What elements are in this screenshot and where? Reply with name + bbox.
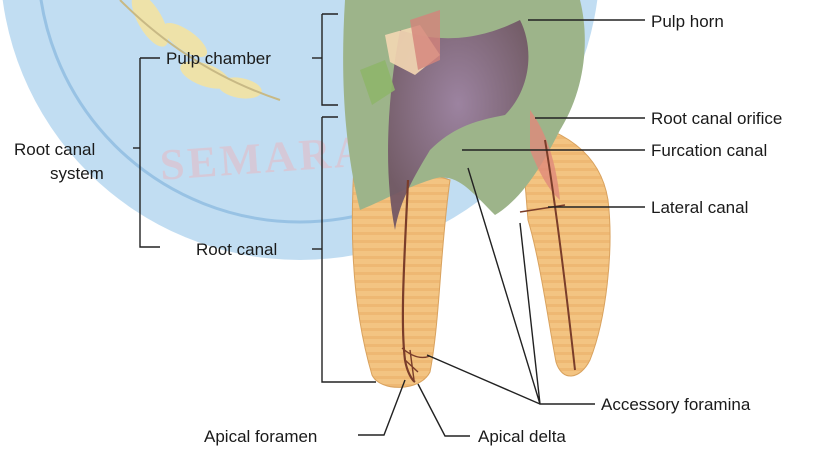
label-furcation-canal: Furcation canal bbox=[651, 141, 767, 160]
label-root-canal-system-line2: system bbox=[50, 164, 104, 183]
label-root-canal-orifice: Root canal orifice bbox=[651, 109, 782, 128]
label-root-canal-system-line1: Root canal bbox=[14, 140, 95, 159]
label-pulp-chamber: Pulp chamber bbox=[166, 49, 271, 68]
label-accessory-foramina: Accessory foramina bbox=[601, 395, 751, 414]
label-apical-delta: Apical delta bbox=[478, 427, 566, 446]
label-pulp-horn: Pulp horn bbox=[651, 12, 724, 31]
label-lateral-canal: Lateral canal bbox=[651, 198, 748, 217]
label-root-canal: Root canal bbox=[196, 240, 277, 259]
label-apical-foramen: Apical foramen bbox=[204, 427, 317, 446]
